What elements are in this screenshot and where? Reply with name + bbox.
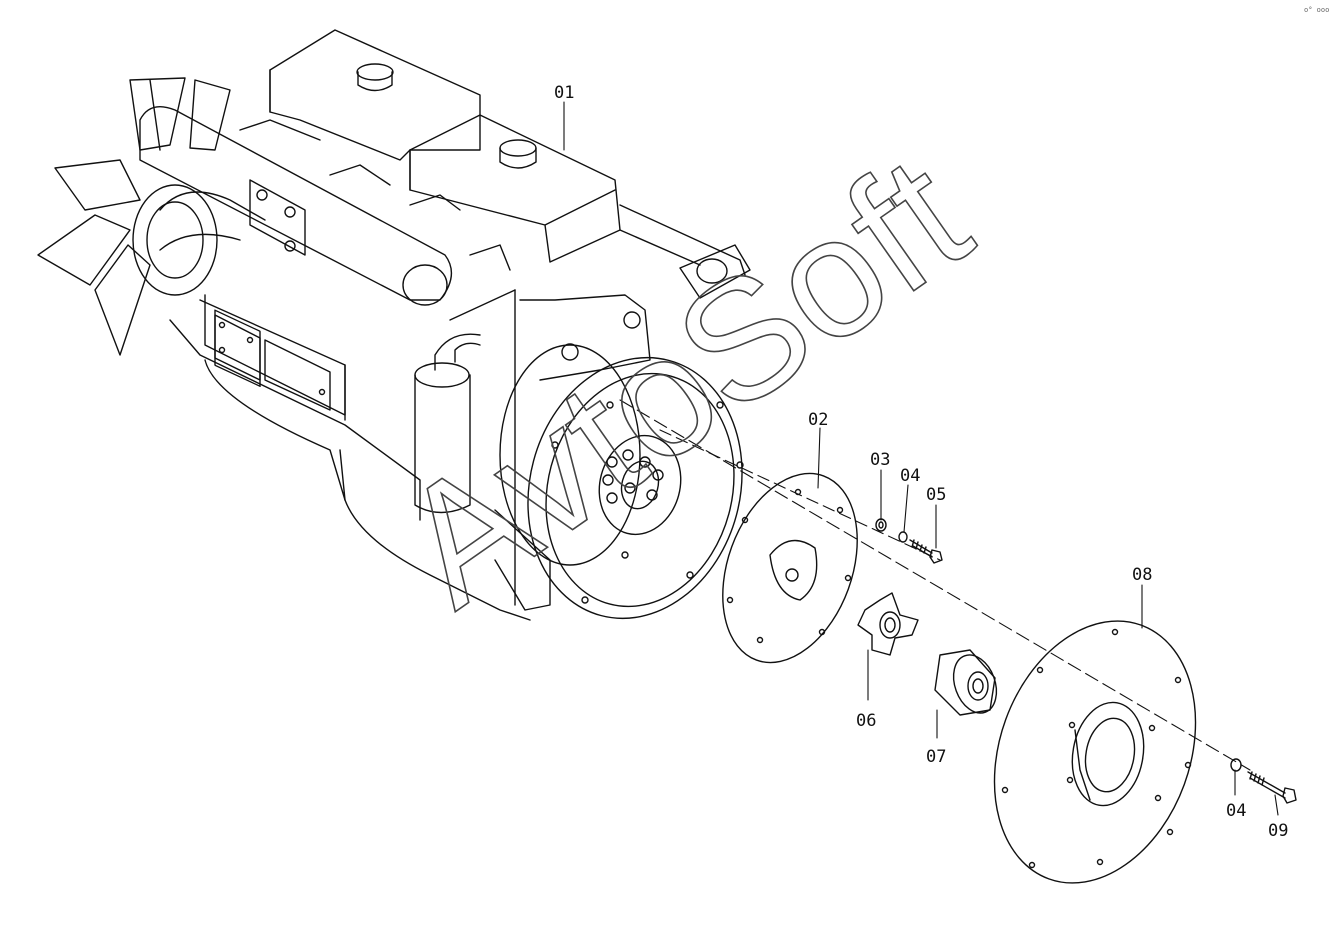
adapter-plate-08 [993,620,1197,884]
callout-02: 02 [808,410,828,430]
callout-08: 08 [1132,565,1152,585]
callout-06: 06 [856,711,876,731]
exhaust-pipe [619,204,751,299]
callout-03: 03 [870,450,890,470]
bolt-05 [909,539,943,564]
leader-lines [563,101,1279,816]
flywheel [527,356,744,620]
valve-covers [269,29,621,263]
hub-06 [857,592,919,656]
callout-labels: 01 02 03 04 05 06 07 08 04 09 [554,83,1288,841]
intake-manifold [139,106,511,306]
callout-07: 07 [926,747,946,767]
bolt-centerline-upper [659,429,941,561]
cooling-fan [37,77,231,356]
crankcase [169,294,531,621]
engine-block [37,29,751,621]
nut-03 [875,518,887,532]
oil-filter [414,333,481,514]
washer-04-upper [898,531,908,543]
callout-04-lower: 04 [1226,801,1246,821]
callout-05: 05 [926,485,946,505]
coupling-07 [934,649,998,716]
assembly-centerline [619,399,1251,771]
bell-housing [449,289,651,611]
washer-04-lower [1230,758,1242,772]
callout-04-upper: 04 [900,466,920,486]
flex-plate [722,472,858,664]
watermark: AvtoSoft [367,120,1000,642]
bolt-09 [1247,771,1297,804]
callout-01: 01 [554,83,574,103]
callout-09: 09 [1268,821,1288,841]
corner-mark: o° ooo [1304,6,1329,14]
